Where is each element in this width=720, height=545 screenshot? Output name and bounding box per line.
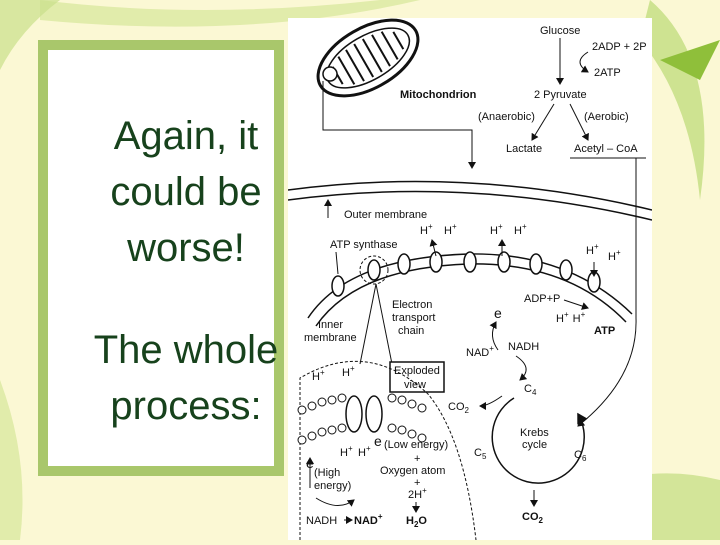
svg-text:H+: H+: [490, 222, 503, 237]
membrane-proteins: [331, 251, 601, 297]
body-line-1: The whole: [93, 328, 279, 372]
zoom-circle: [359, 255, 389, 285]
plus-1: +: [414, 453, 420, 465]
mitochondrion-label: Mitochondrion: [400, 89, 477, 101]
title-line-1: Again, it: [113, 114, 259, 158]
protons-right: H+H+: [556, 310, 586, 325]
low-energy-label: (Low energy): [384, 439, 448, 451]
co2-label: CO2: [448, 401, 470, 415]
leaf-top-left: [0, 0, 60, 70]
cellular-respiration-diagram: Mitochondrion Glucose 2ADP + 2P 2ATP 2 P…: [287, 18, 653, 541]
co2-arrow: [479, 395, 503, 410]
aerobic-label: (Aerobic): [584, 111, 629, 123]
svg-text:H+: H+: [586, 242, 599, 257]
svg-text:H+: H+: [514, 222, 527, 237]
svg-text:H+: H+: [358, 444, 371, 459]
nad-arrow: [489, 321, 499, 351]
c4-label: C4: [524, 383, 537, 397]
oxygen-atom-label: Oxygen atom: [380, 465, 445, 477]
krebs-label-1: Krebs: [520, 427, 549, 439]
svg-text:H+: H+: [340, 444, 353, 459]
krebs-cycle-circle: [491, 397, 588, 484]
bilayer-proteins: [345, 395, 383, 433]
outer-membrane-label: Outer membrane: [344, 209, 427, 221]
krebs-label-2: cycle: [522, 439, 547, 451]
etc-label-2: transport: [392, 312, 435, 324]
svg-text:H+: H+: [342, 364, 355, 379]
leaf-right-2: [660, 40, 720, 80]
glucose-label: Glucose: [540, 25, 580, 37]
adp-label: 2ADP + 2P: [592, 41, 647, 53]
electron-bilayer-label: e: [374, 433, 382, 449]
svg-text:H+: H+: [444, 222, 457, 237]
inner-membrane-label-1: Inner: [318, 319, 343, 331]
leaf-right: [640, 0, 705, 200]
atp-curve-arrow: [579, 51, 589, 73]
adp-p-label: ADP+P: [524, 293, 560, 305]
leaf-top: [40, 0, 420, 27]
diagram-svg: Mitochondrion Glucose 2ADP + 2P 2ATP 2 P…: [287, 18, 653, 541]
mito-arrow: [322, 81, 476, 169]
anaerobic-arrow: [531, 103, 555, 141]
outer-membrane-line-2: [287, 190, 653, 221]
atp-synthase-pointer: [335, 251, 339, 275]
high-energy-label-1: (High: [314, 467, 340, 479]
acetyl-coa-label: Acetyl – CoA: [574, 143, 638, 155]
co2-bottom-label: CO2: [522, 511, 544, 525]
slide-title: Again, it could be worse!: [70, 108, 302, 276]
nad-bottom-label: NAD+: [354, 512, 383, 527]
exploded-region: [299, 360, 477, 541]
body-line-2: process:: [110, 384, 262, 428]
exploded-line-2: [375, 283, 393, 365]
etc-label-3: chain: [398, 325, 424, 337]
svg-text:H+: H+: [420, 222, 433, 237]
atp-label: ATP: [594, 325, 615, 337]
svg-text:H+: H+: [608, 248, 621, 263]
high-energy-label-2: energy): [314, 480, 351, 492]
slide-frame: [38, 40, 284, 476]
h2o-label: H2O: [406, 515, 427, 529]
etc-label-1: Electron: [392, 299, 432, 311]
nad-plus-label: NAD+: [466, 344, 494, 359]
leaf-left: [0, 380, 23, 540]
c6-label: C6: [574, 449, 587, 463]
two-h-label: 2H+: [408, 486, 427, 501]
acetyl-to-krebs-arrow: [577, 317, 637, 427]
electron-label: e: [494, 305, 502, 321]
exploded-line-1: [359, 283, 377, 365]
exploded-view-label-1: Exploded: [394, 365, 440, 377]
pyruvate-label: 2 Pyruvate: [534, 89, 587, 101]
adp-arrow: [563, 299, 589, 310]
atp-synthase-label: ATP synthase: [330, 239, 397, 251]
nadh-to-c4-arrow: [515, 355, 528, 381]
svg-text:H+: H+: [312, 368, 325, 383]
title-line-2: could be: [110, 170, 262, 214]
mitochondrion-icon: [316, 18, 420, 98]
protons-top: H+ H+ H+ H+ H+ H+: [420, 222, 621, 263]
proton-arrows: [429, 239, 598, 277]
title-line-3: worse!: [127, 226, 245, 270]
atp2-label: 2ATP: [594, 67, 621, 79]
nadh-curve-arrow: [315, 497, 355, 507]
slide-body: The whole process:: [70, 322, 302, 434]
protons-bilayer: H+ H+ H+ H+: [312, 364, 371, 459]
plus-2: +: [414, 477, 420, 489]
nadh-label: NADH: [508, 341, 539, 353]
exploded-view-box: [389, 361, 445, 393]
anaerobic-label: (Anaerobic): [478, 111, 535, 123]
c5-label: C5: [474, 447, 487, 461]
inner-membrane-label-2: membrane: [304, 332, 357, 344]
aerobic-arrow: [569, 103, 589, 141]
nadh-bottom-label: NADH: [306, 515, 337, 527]
lactate-label: Lactate: [506, 143, 542, 155]
outer-membrane-line-1: [287, 180, 653, 211]
lipid-bilayer: [297, 393, 427, 445]
